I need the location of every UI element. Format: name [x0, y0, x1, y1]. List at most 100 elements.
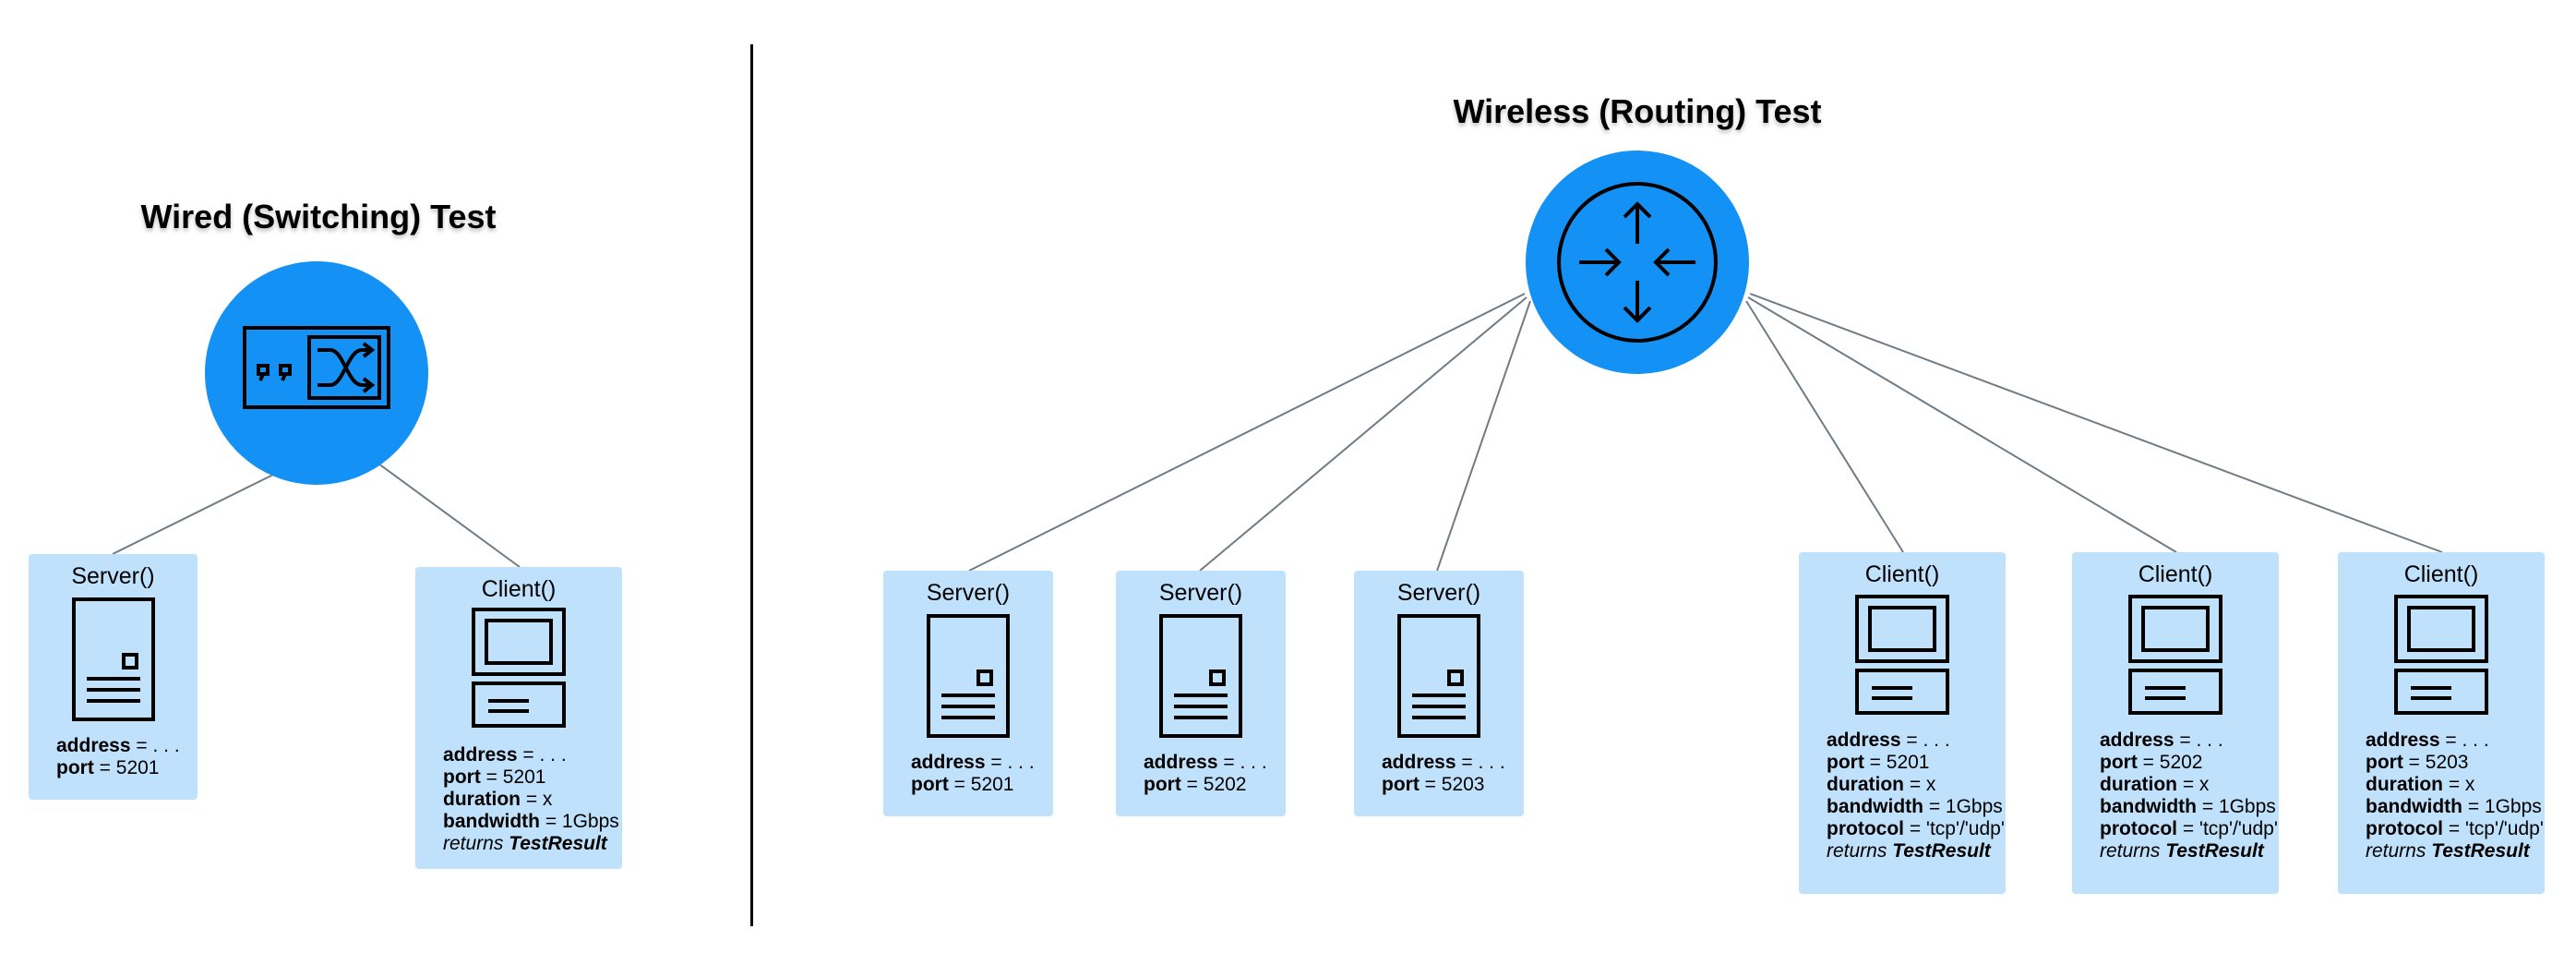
server-icon	[1159, 614, 1242, 738]
bandwidth-value: = 1Gbps	[1923, 796, 2003, 817]
protocol-value: = 'tcp'/'udp'	[2443, 818, 2544, 839]
protocol-key: protocol	[2100, 818, 2177, 839]
client-computer-icon	[2128, 595, 2223, 715]
address-key: address	[443, 744, 518, 766]
wired-server-box: Server() address = . . . port = 5201	[29, 554, 198, 800]
link-wired-client	[377, 463, 521, 568]
wireless-client-box: Client() address = . . . port = 5203 dur…	[2338, 552, 2545, 894]
client-label: Client()	[1864, 561, 1940, 587]
address-key: address	[1144, 752, 1218, 773]
port-key: port	[56, 757, 94, 778]
address-value: = . . .	[517, 744, 567, 766]
wireless-server-box: Server() address = . . . port = 5203	[1354, 571, 1524, 816]
bandwidth-key: bandwidth	[1827, 796, 1923, 817]
bandwidth-key: bandwidth	[2366, 796, 2462, 817]
link-client-5201	[1745, 300, 1904, 553]
link-client-5203	[1749, 293, 2443, 553]
address-value: = . . .	[1217, 752, 1267, 773]
server-properties: address = . . . port = 5202	[1144, 752, 1267, 796]
wired-client-box: Client() address = . . . port = 5201 dur…	[415, 567, 622, 869]
link-server-5201	[968, 293, 1526, 572]
client-properties: address = . . . port = 5201 duration = x…	[1827, 730, 2005, 862]
port-value: = 5201	[948, 774, 1014, 795]
server-label: Server()	[1396, 580, 1481, 606]
link-server-5202	[1199, 296, 1528, 572]
address-key: address	[1382, 752, 1456, 773]
port-value: = 5203	[1419, 774, 1485, 795]
port-value: = 5202	[2137, 752, 2203, 773]
protocol-value: = 'tcp'/'udp'	[1904, 818, 2005, 839]
returns-text: returns	[2366, 840, 2432, 862]
server-properties: address = . . . port = 5201	[56, 735, 180, 779]
returns-type: TestResult	[2165, 840, 2264, 862]
returns-text: returns	[443, 833, 509, 854]
port-value: = 5202	[1180, 774, 1247, 795]
server-label: Server()	[71, 563, 155, 589]
client-computer-icon	[2394, 595, 2488, 715]
port-key: port	[1827, 752, 1864, 773]
returns-type: TestResult	[1892, 840, 1991, 862]
router-icon	[1557, 182, 1718, 343]
switch-icon	[243, 326, 390, 409]
duration-value: = x	[521, 789, 553, 810]
address-value: = . . .	[130, 735, 180, 756]
bandwidth-value: = 1Gbps	[539, 811, 619, 832]
duration-key: duration	[2366, 774, 2443, 795]
address-value: = . . .	[2439, 730, 2489, 751]
port-key: port	[1382, 774, 1420, 795]
duration-key: duration	[2100, 774, 2177, 795]
protocol-key: protocol	[1827, 818, 1904, 839]
address-value: = . . .	[1900, 730, 1950, 751]
port-key: port	[2366, 752, 2403, 773]
port-value: = 5203	[2402, 752, 2469, 773]
port-key: port	[443, 766, 481, 788]
address-key: address	[2100, 730, 2175, 751]
returns-type: TestResult	[509, 833, 607, 854]
wireless-test-title: Wireless (Routing) Test	[1453, 92, 1822, 130]
client-label: Client()	[2403, 561, 2479, 587]
address-key: address	[56, 735, 131, 756]
wireless-server-box: Server() address = . . . port = 5202	[1116, 571, 1286, 816]
client-computer-icon	[1855, 595, 1949, 715]
duration-value: = x	[2443, 774, 2475, 795]
address-key: address	[911, 752, 986, 773]
bandwidth-key: bandwidth	[2100, 796, 2197, 817]
wireless-server-box: Server() address = . . . port = 5201	[883, 571, 1053, 816]
server-label: Server()	[926, 580, 1011, 606]
router-hub	[1526, 151, 1749, 374]
client-properties: address = . . . port = 5202 duration = x…	[2100, 730, 2278, 862]
link-wired-server	[112, 474, 274, 555]
duration-key: duration	[1827, 774, 1904, 795]
client-computer-icon	[472, 608, 566, 728]
wired-test-title: Wired (Switching) Test	[140, 198, 497, 235]
link-server-5203	[1436, 300, 1531, 572]
bandwidth-key: bandwidth	[443, 811, 540, 832]
link-client-5202	[1747, 296, 2177, 553]
port-value: = 5201	[1863, 752, 1930, 773]
port-key: port	[1144, 774, 1181, 795]
duration-value: = x	[2177, 774, 2210, 795]
server-properties: address = . . . port = 5201	[911, 752, 1035, 796]
duration-value: = x	[1904, 774, 1936, 795]
bandwidth-value: = 1Gbps	[2462, 796, 2542, 817]
port-value: = 5201	[480, 766, 546, 788]
port-key: port	[911, 774, 949, 795]
wireless-client-box: Client() address = . . . port = 5201 dur…	[1799, 552, 2006, 894]
protocol-value: = 'tcp'/'udp'	[2177, 818, 2278, 839]
port-key: port	[2100, 752, 2138, 773]
port-value: = 5201	[93, 757, 160, 778]
duration-key: duration	[443, 789, 521, 810]
address-value: = . . .	[2174, 730, 2223, 751]
server-icon	[927, 614, 1010, 738]
returns-type: TestResult	[2431, 840, 2530, 862]
address-value: = . . .	[1456, 752, 1505, 773]
wireless-client-box: Client() address = . . . port = 5202 dur…	[2072, 552, 2279, 894]
client-properties: address = . . . port = 5201 duration = x…	[443, 744, 619, 855]
returns-text: returns	[1827, 840, 1893, 862]
server-icon	[1397, 614, 1480, 738]
client-label: Client()	[2138, 561, 2213, 587]
bandwidth-value: = 1Gbps	[2196, 796, 2276, 817]
address-key: address	[1827, 730, 1901, 751]
server-properties: address = . . . port = 5203	[1382, 752, 1505, 796]
